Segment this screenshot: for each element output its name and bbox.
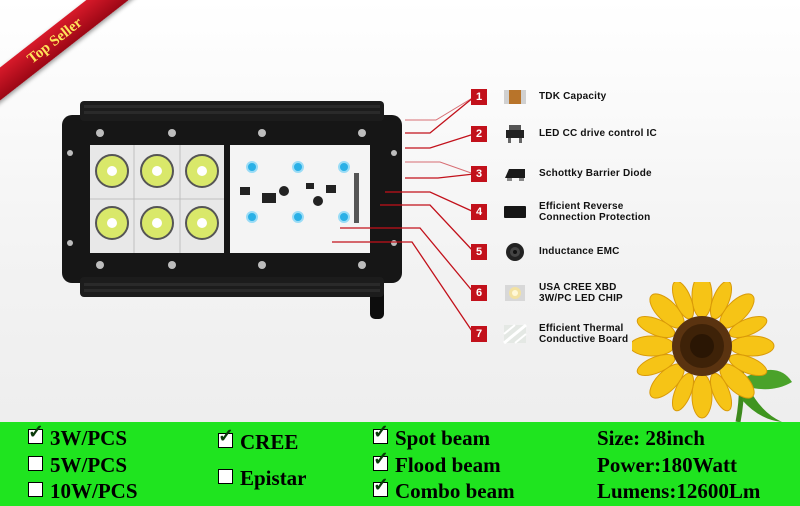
thermal-board-icon — [502, 323, 528, 345]
checkbox-icon[interactable] — [28, 456, 43, 471]
diode-icon — [502, 164, 528, 184]
spec-lumens: Lumens:12600Lm — [597, 479, 761, 503]
callout-number-4: 4 — [471, 204, 487, 220]
product-showcase: Top Seller — [0, 0, 800, 422]
sunflower-icon — [632, 282, 792, 422]
checkbox-icon[interactable] — [373, 448, 389, 472]
led-light-bar-image — [62, 101, 402, 319]
component-label-line: 3W/PC LED CHIP — [539, 293, 623, 304]
checkbox-icon[interactable] — [373, 421, 389, 445]
checkbox-icon[interactable] — [218, 425, 234, 449]
option-label: Flood beam — [395, 453, 501, 477]
component-label-line: Schottky Barrier Diode — [539, 168, 652, 179]
option-chip-1[interactable]: Epistar — [218, 466, 307, 490]
checkbox-icon[interactable] — [373, 474, 389, 498]
option-label: 3W/PCS — [50, 426, 128, 450]
component-label-line: Conductive Board — [539, 334, 629, 345]
spec-size: Size: 28inch — [597, 426, 705, 450]
option-beam-1[interactable]: Flood beam — [373, 448, 501, 477]
option-power-0[interactable]: 3W/PCS — [28, 421, 128, 450]
option-label: 10W/PCS — [50, 479, 138, 503]
checkbox-icon[interactable] — [28, 421, 44, 445]
callout-number-5: 5 — [471, 244, 487, 260]
component-label-1: TDK Capacity — [539, 91, 606, 102]
component-label-line: Inductance EMC — [539, 246, 620, 257]
capacitor-icon — [502, 87, 528, 107]
option-label: Combo beam — [395, 479, 515, 503]
option-chip-0[interactable]: CREE — [218, 425, 299, 454]
option-beam-2[interactable]: Combo beam — [373, 474, 515, 503]
option-beam-0[interactable]: Spot beam — [373, 421, 491, 450]
spec-power: Power:180Watt — [597, 453, 737, 477]
component-label-3: Schottky Barrier Diode — [539, 168, 652, 179]
checkbox-icon[interactable] — [28, 482, 43, 497]
component-label-line: Efficient Reverse — [539, 201, 624, 212]
component-label-5: Inductance EMC — [539, 246, 620, 257]
option-label: 5W/PCS — [50, 453, 128, 477]
option-power-2[interactable]: 10W/PCS — [28, 479, 138, 503]
callout-lines — [332, 96, 475, 335]
inductor-icon — [502, 242, 528, 262]
option-label: Spot beam — [395, 426, 491, 450]
callout-number-1: 1 — [471, 89, 487, 105]
component-label-line: LED CC drive control IC — [539, 128, 657, 139]
callout-number-6: 6 — [471, 285, 487, 301]
component-label-line: USA CREE XBD — [539, 282, 617, 293]
option-power-1[interactable]: 5W/PCS — [28, 453, 127, 477]
callout-number-2: 2 — [471, 126, 487, 142]
protection-chip-icon — [502, 202, 528, 222]
component-label-line: Connection Protection — [539, 212, 651, 223]
callout-number-7: 7 — [471, 326, 487, 342]
component-label-line: TDK Capacity — [539, 91, 607, 102]
component-label-line: Efficient Thermal — [539, 323, 624, 334]
checkbox-icon[interactable] — [218, 469, 233, 484]
callout-number-3: 3 — [471, 166, 487, 182]
option-label: Epistar — [240, 466, 307, 490]
component-label-2: LED CC drive control IC — [539, 128, 657, 139]
option-label: CREE — [240, 430, 299, 454]
led-chip-icon — [502, 283, 528, 303]
ic-chip-icon — [502, 124, 528, 144]
